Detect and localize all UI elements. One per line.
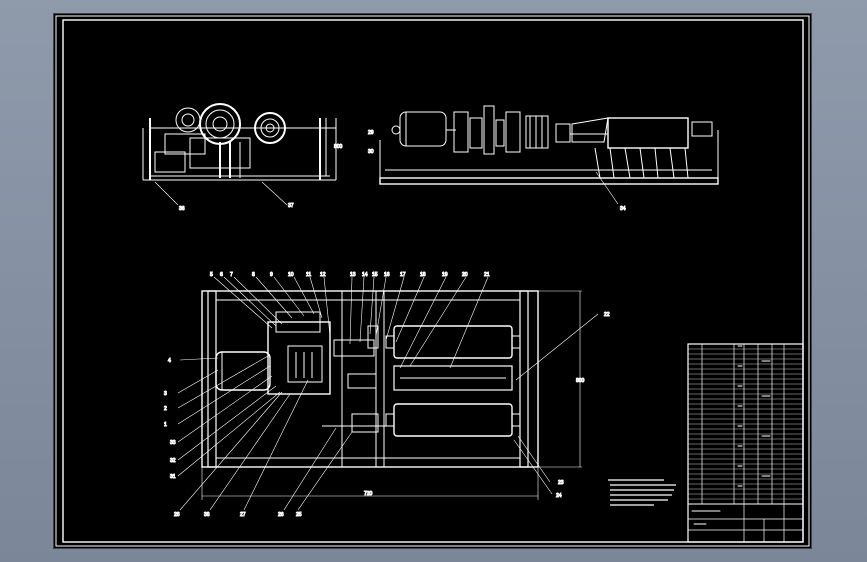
plan-label-38: 38 bbox=[204, 512, 210, 518]
plan-label-23: 23 bbox=[558, 480, 564, 486]
plan-label-20: 20 bbox=[462, 272, 468, 278]
plan-label-21: 21 bbox=[484, 272, 490, 278]
plan-label-26: 26 bbox=[278, 512, 284, 518]
title-block bbox=[687, 343, 804, 543]
plan-label-16: 16 bbox=[384, 272, 390, 278]
plan-label-13: 13 bbox=[350, 272, 356, 278]
plan-label-1: 1 bbox=[164, 422, 167, 428]
engineering-drawing: 36 37 800 29 30 34 bbox=[55, 15, 810, 547]
technical-notes bbox=[608, 479, 676, 506]
plan-label-19: 19 bbox=[442, 272, 448, 278]
plan-label-4: 4 bbox=[168, 358, 171, 364]
front-label-36: 36 bbox=[179, 206, 185, 212]
plan-label-32: 32 bbox=[170, 458, 176, 464]
plan-label-33: 33 bbox=[170, 440, 176, 446]
plan-label-18: 18 bbox=[420, 272, 426, 278]
side-view bbox=[379, 105, 719, 205]
dim-plan-width: 720 bbox=[364, 491, 373, 497]
plan-label-10: 10 bbox=[288, 272, 294, 278]
plan-label-9: 9 bbox=[270, 272, 273, 278]
plan-label-31: 31 bbox=[170, 474, 176, 480]
front-view bbox=[142, 103, 337, 206]
plan-label-3: 3 bbox=[164, 391, 167, 397]
plan-label-22: 22 bbox=[604, 312, 610, 318]
plan-label-15: 15 bbox=[372, 272, 378, 278]
plan-label-6: 6 bbox=[220, 272, 223, 278]
dim-plan-height: 800 bbox=[576, 378, 585, 384]
plan-label-2: 2 bbox=[164, 406, 167, 412]
plan-label-5: 5 bbox=[210, 272, 213, 278]
plan-label-14: 14 bbox=[362, 272, 368, 278]
plan-label-7: 7 bbox=[230, 272, 233, 278]
plan-label-28: 28 bbox=[174, 512, 180, 518]
side-label-30: 30 bbox=[368, 149, 374, 155]
side-label-29: 29 bbox=[368, 130, 374, 136]
dim-front-height: 800 bbox=[334, 144, 343, 150]
plan-label-17: 17 bbox=[400, 272, 406, 278]
plan-label-24: 24 bbox=[556, 493, 562, 499]
inner-border bbox=[62, 19, 804, 543]
plan-label-8: 8 bbox=[252, 272, 255, 278]
outer-border bbox=[55, 15, 810, 547]
plan-label-11: 11 bbox=[306, 272, 311, 278]
plan-label-25: 25 bbox=[296, 512, 302, 518]
plan-label-27: 27 bbox=[240, 512, 246, 518]
drawing-sheet: 36 37 800 29 30 34 bbox=[54, 14, 811, 548]
front-label-37: 37 bbox=[288, 203, 294, 209]
plan-label-12: 12 bbox=[320, 272, 326, 278]
side-label-34: 34 bbox=[620, 206, 626, 212]
plan-view bbox=[177, 276, 599, 511]
